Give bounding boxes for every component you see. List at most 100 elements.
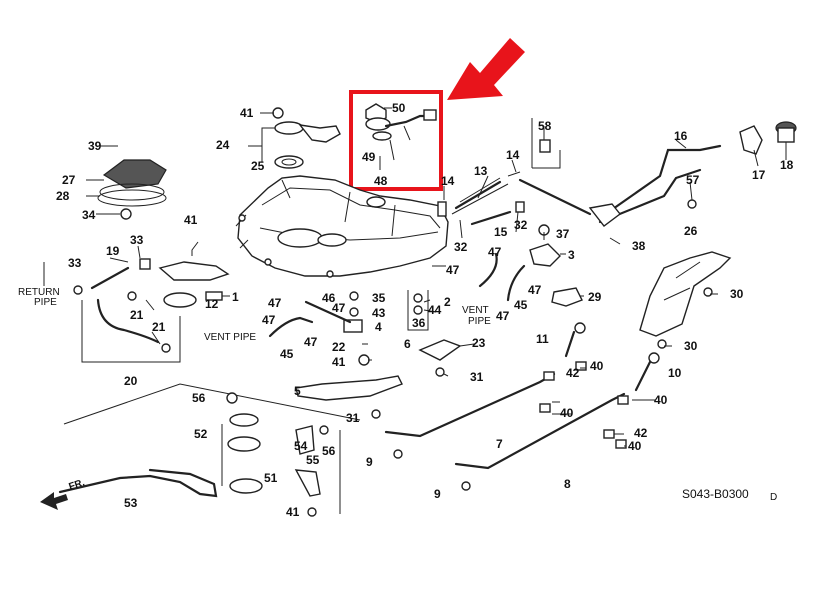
vent-pipe-right-label-1: VENT: [462, 305, 489, 316]
callout-33b: 33: [68, 256, 82, 270]
callout-42b: 42: [634, 426, 648, 440]
callout-14b: 14: [441, 174, 455, 188]
callout-1: 1: [232, 290, 239, 304]
callout-17: 17: [752, 168, 766, 182]
callout-40b: 40: [560, 406, 574, 420]
callout-40a: 40: [590, 359, 604, 373]
callout-51: 51: [264, 471, 278, 485]
highlight-group: [349, 38, 525, 191]
callout-55: 55: [306, 453, 320, 467]
highlight-box: [349, 90, 443, 191]
callout-47b: 47: [488, 245, 502, 259]
callout-numbers: 1 2 3 4 5 6 7 8 9 9 10 11 12 13 14 14 15…: [56, 101, 794, 519]
callout-38: 38: [632, 239, 646, 253]
left-sender-assembly: [73, 258, 230, 363]
callout-32b: 32: [514, 218, 528, 232]
callout-28: 28: [56, 189, 70, 203]
callout-54: 54: [294, 439, 308, 453]
return-pipe-label-2: PIPE: [34, 297, 57, 308]
callout-34: 34: [82, 208, 96, 222]
callout-42a: 42: [566, 366, 580, 380]
callout-27: 27: [62, 173, 76, 187]
callout-30a: 30: [730, 287, 744, 301]
callout-40c: 40: [654, 393, 668, 407]
callout-47g: 47: [262, 313, 276, 327]
callout-47e: 47: [268, 296, 282, 310]
callout-18: 18: [780, 158, 794, 172]
callout-9b: 9: [434, 487, 441, 501]
callout-20: 20: [124, 374, 138, 388]
diagram-code: S043-B0300: [682, 487, 749, 501]
callout-31a: 31: [470, 370, 484, 384]
pump-cover-plate: [97, 159, 167, 220]
callout-56a: 56: [192, 391, 206, 405]
callout-2: 2: [444, 295, 451, 309]
vent-and-straps: [268, 316, 660, 491]
callout-31b: 31: [346, 411, 360, 425]
callout-21b: 21: [152, 320, 166, 334]
callout-4: 4: [375, 320, 382, 334]
leader-lines: [43, 107, 787, 447]
callout-50: 50: [392, 101, 406, 115]
diagram-code-suffix: D: [770, 492, 777, 503]
callout-6: 6: [404, 337, 411, 351]
callout-45a: 45: [280, 347, 294, 361]
callout-32a: 32: [454, 240, 468, 254]
callout-3: 3: [568, 248, 575, 262]
callout-47c: 47: [528, 283, 542, 297]
callout-22: 22: [332, 340, 346, 354]
callout-41c: 41: [332, 355, 346, 369]
callout-11: 11: [536, 332, 549, 346]
callout-26: 26: [684, 224, 698, 238]
callout-16: 16: [674, 129, 688, 143]
callout-56b: 56: [322, 444, 336, 458]
callout-21a: 21: [130, 308, 144, 322]
callout-25: 25: [251, 159, 265, 173]
callout-10: 10: [668, 366, 682, 380]
lower-inset: [40, 383, 361, 517]
callout-19: 19: [106, 244, 120, 258]
callout-29: 29: [588, 290, 602, 304]
filler-neck-assembly: [437, 118, 797, 227]
fuel-pump-assembly: [272, 107, 341, 169]
callout-14a: 14: [506, 148, 520, 162]
callout-41b: 41: [184, 213, 198, 227]
callout-40d: 40: [628, 439, 642, 453]
callout-39: 39: [88, 139, 102, 153]
vent-pipe-left-label: VENT PIPE: [204, 332, 256, 343]
callout-7: 7: [496, 437, 503, 451]
callout-8: 8: [564, 477, 571, 491]
callout-47f: 47: [332, 301, 346, 315]
highlight-arrow: [447, 38, 525, 100]
callout-49: 49: [362, 150, 376, 164]
callout-30b: 30: [684, 339, 698, 353]
callout-46: 46: [322, 291, 336, 305]
text-labels: RETURN PIPE VENT PIPE VENT PIPE FR. S043…: [18, 287, 777, 503]
callout-48: 48: [374, 174, 388, 188]
callout-36: 36: [412, 316, 426, 330]
callout-47h: 47: [304, 335, 318, 349]
callout-37: 37: [556, 227, 570, 241]
callout-5: 5: [294, 384, 301, 398]
fuel-tank: [235, 175, 449, 278]
fuel-gauge-unit: [365, 103, 437, 161]
callout-41a: 41: [240, 106, 254, 120]
vent-pipe-right-label-2: PIPE: [468, 316, 491, 327]
callout-52: 52: [194, 427, 208, 441]
callout-41d: 41: [286, 505, 300, 519]
callout-23: 23: [472, 336, 486, 350]
callout-33a: 33: [130, 233, 144, 247]
callout-44: 44: [428, 303, 442, 317]
return-pipe-label-1: RETURN: [18, 287, 60, 298]
callout-24: 24: [216, 138, 230, 152]
callout-45b: 45: [514, 298, 528, 312]
evap-canister-area: [304, 224, 583, 366]
callout-9a: 9: [366, 455, 373, 469]
callout-12: 12: [205, 297, 219, 311]
callout-35: 35: [372, 291, 386, 305]
front-label: FR.: [68, 477, 87, 493]
heat-shield: [639, 251, 732, 349]
callout-57: 57: [686, 173, 700, 187]
